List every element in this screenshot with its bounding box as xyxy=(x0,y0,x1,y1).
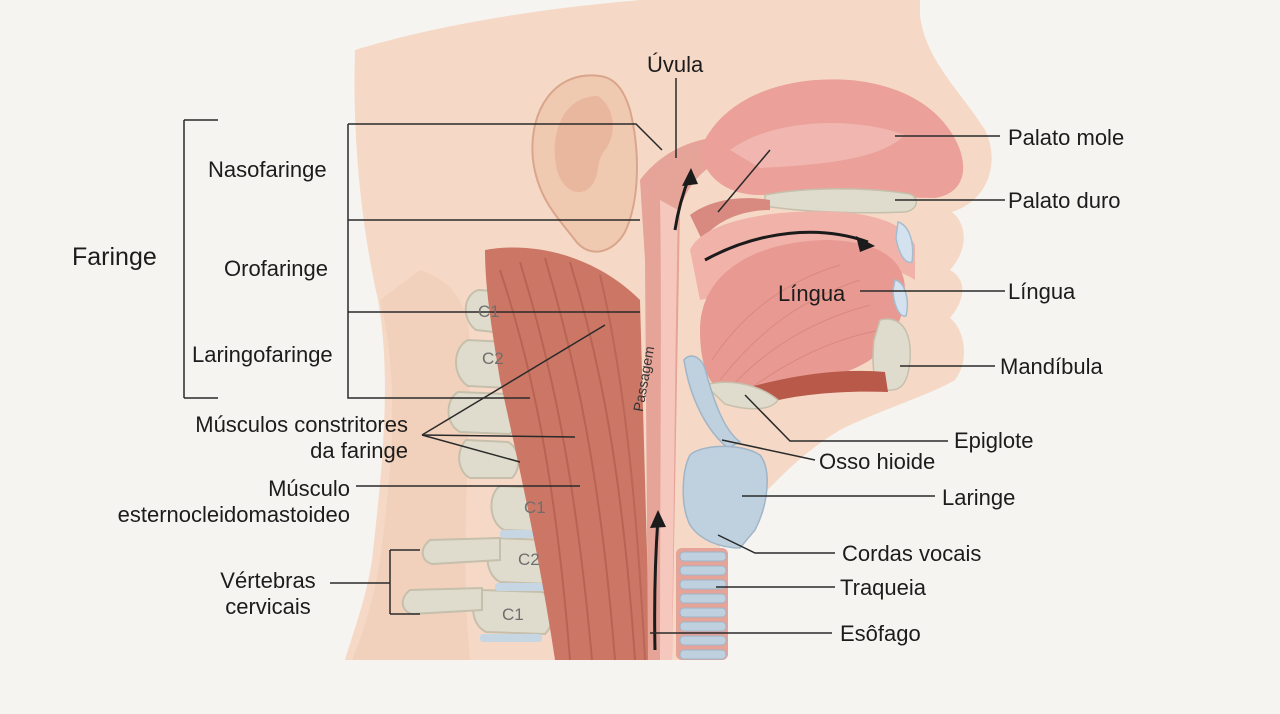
soft-palate xyxy=(690,198,770,240)
label-palato-duro: Palato duro xyxy=(1008,188,1121,213)
teeth xyxy=(892,221,914,317)
leader-lines xyxy=(183,78,1005,634)
label-orofaringe: Orofaringe xyxy=(224,256,328,281)
label-traqueia: Traqueia xyxy=(840,575,927,600)
label-uvula: Úvula xyxy=(647,52,704,77)
label-laringofaringe: Laringofaringe xyxy=(192,342,333,367)
label-epiglote: Epiglote xyxy=(954,428,1034,453)
vertebra-label-c1-lower: C1 xyxy=(524,498,546,517)
tongue xyxy=(700,240,905,395)
vertebra-label-c2: C2 xyxy=(482,349,504,368)
epiglottis xyxy=(683,355,742,449)
mylohyoid-muscle xyxy=(740,370,888,405)
hyoid-bone xyxy=(703,381,779,410)
larynx xyxy=(682,445,768,549)
label-lingua-inner: Língua xyxy=(778,281,846,306)
vertebra-label-c1: C1 xyxy=(478,302,500,321)
label-osso-hioide: Osso hioide xyxy=(819,449,936,474)
label-musculos-constritores: Músculos constritores da faringe xyxy=(195,412,408,463)
vertebra-label-c2-lower: C2 xyxy=(518,550,540,569)
hard-palate xyxy=(764,188,917,214)
label-mandibula: Mandíbula xyxy=(1000,354,1103,379)
label-palato-mole: Palato mole xyxy=(1008,125,1125,150)
ear xyxy=(531,74,638,253)
tongue-fibers xyxy=(711,264,881,393)
label-nasofaringe: Nasofaringe xyxy=(208,157,327,182)
label-musculo-ecm: Músculo esternocleidomastoideo xyxy=(117,476,350,527)
neck-muscles xyxy=(485,247,650,661)
label-faringe: Faringe xyxy=(72,243,157,271)
label-lingua: Língua xyxy=(1008,279,1076,304)
label-cordas-vocais: Cordas vocais xyxy=(842,541,982,566)
pharynx-lumen xyxy=(660,200,678,660)
vertebra-label-c1-bottom: C1 xyxy=(502,605,524,624)
label-laringe: Laringe xyxy=(942,485,1016,510)
label-esofago: Esôfago xyxy=(840,621,921,646)
nasal-cavity-detail xyxy=(730,123,905,168)
label-vertebras-cervicais: Vértebras cervicais xyxy=(220,568,316,619)
arrowheads xyxy=(650,168,875,528)
trachea xyxy=(676,548,728,660)
